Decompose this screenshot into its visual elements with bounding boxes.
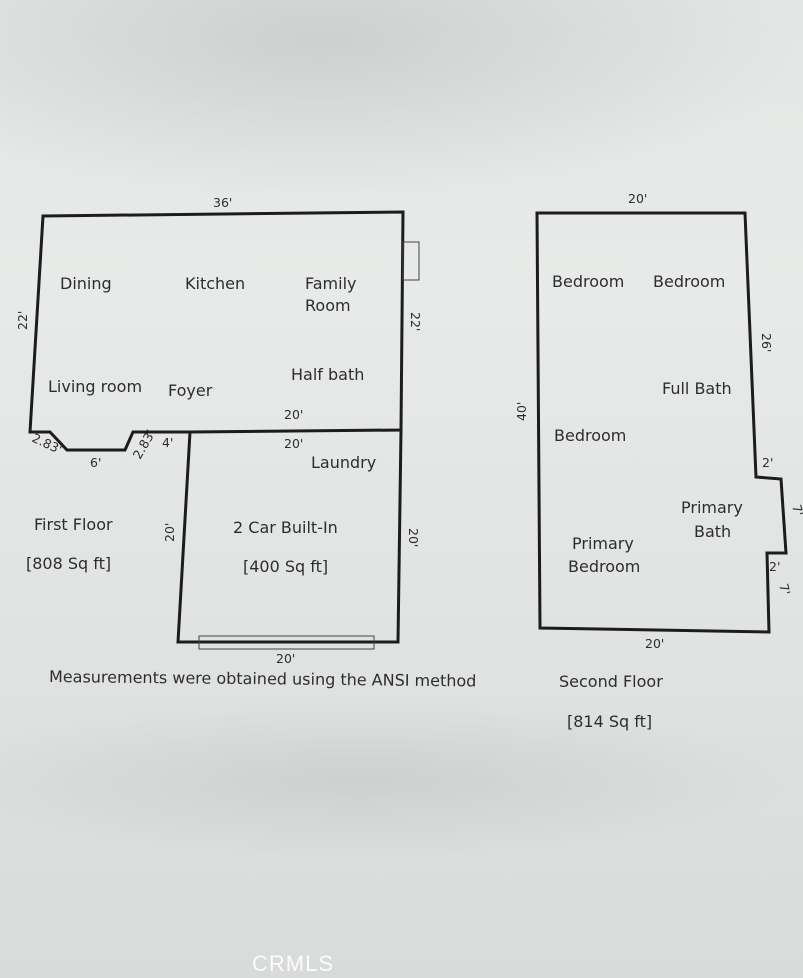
- dim-second-top: 20': [628, 191, 647, 206]
- room-primary-bath-line2: Bath: [694, 522, 731, 541]
- dim-second-right-upper: 26': [759, 333, 774, 352]
- room-bedroom-2: Bedroom: [653, 272, 725, 291]
- room-full-bath: Full Bath: [662, 379, 732, 398]
- side-window: [402, 241, 420, 281]
- first-floor-title: First Floor: [34, 515, 113, 534]
- room-bedroom-1: Bedroom: [552, 272, 624, 291]
- measurement-note: Measurements were obtained using the ANS…: [49, 667, 477, 690]
- room-garage: 2 Car Built-In: [233, 518, 338, 537]
- room-family-line1: Family: [305, 274, 356, 293]
- dim-first-mid: 20': [284, 407, 303, 422]
- second-floor-walls: [535, 211, 788, 634]
- room-primary-bedroom-line1: Primary: [572, 534, 634, 553]
- second-floor-area: [814 Sq ft]: [567, 712, 652, 731]
- garage-door: [198, 635, 375, 650]
- room-bedroom-3: Bedroom: [554, 426, 626, 445]
- second-floor-title: Second Floor: [559, 672, 663, 691]
- first-floor-main-walls: [28, 210, 405, 452]
- first-floor-plan: Dining Kitchen Family Room Living room F…: [15, 195, 476, 690]
- dim-garage-left: 20': [162, 523, 177, 542]
- room-kitchen: Kitchen: [185, 274, 245, 293]
- room-dining: Dining: [60, 274, 112, 293]
- room-family-line2: Room: [305, 296, 351, 315]
- room-primary-bath-line1: Primary: [681, 498, 743, 517]
- watermark-logo: CRMLS: [252, 951, 334, 976]
- dim-jog-top: 2': [762, 455, 773, 470]
- dim-jog-side: 7': [789, 503, 803, 518]
- second-floor-plan: Bedroom Bedroom Full Bath Bedroom Primar…: [514, 191, 803, 731]
- dim-second-right-lower: 7': [776, 582, 793, 597]
- first-floor-area: [808 Sq ft]: [26, 554, 111, 573]
- dim-first-right: 22': [408, 312, 423, 331]
- dim-small: 4': [162, 435, 173, 450]
- dim-second-bottom: 20': [645, 636, 664, 651]
- dim-garage-bottom: 20': [276, 651, 295, 666]
- dim-jog-bottom: 2': [769, 559, 780, 574]
- garage-area: [400 Sq ft]: [243, 557, 328, 576]
- room-living: Living room: [48, 377, 142, 396]
- dim-first-top: 36': [213, 195, 232, 210]
- room-foyer: Foyer: [168, 381, 213, 400]
- dim-second-left: 40': [514, 402, 529, 421]
- dim-first-left: 22': [15, 311, 30, 330]
- dim-garage-right: 20': [406, 528, 421, 547]
- dim-bay-bottom: 6': [90, 455, 101, 470]
- room-primary-bedroom-line2: Bedroom: [568, 557, 640, 576]
- room-half-bath: Half bath: [291, 365, 364, 384]
- garage-walls: [176, 429, 403, 644]
- dim-garage-top: 20': [284, 436, 303, 451]
- dim-bay-left: 2.83': [30, 430, 65, 457]
- room-laundry: Laundry: [311, 453, 376, 472]
